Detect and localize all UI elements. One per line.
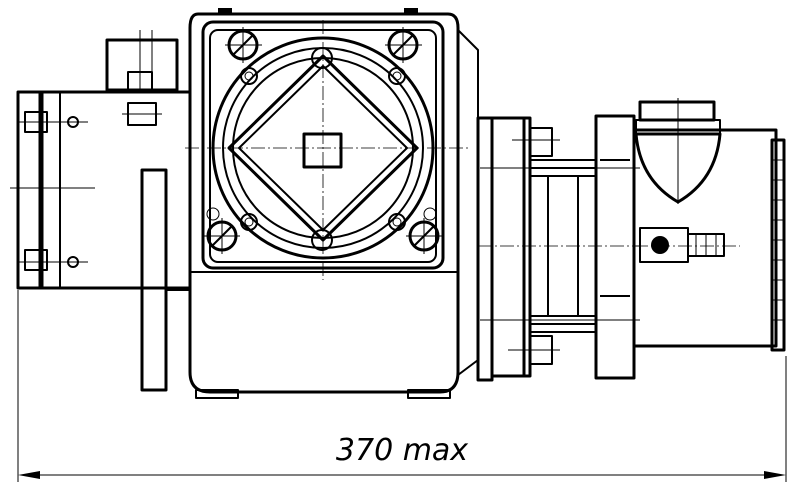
overall-length-label: 370 max bbox=[336, 433, 468, 468]
coupling-section bbox=[476, 114, 640, 382]
overall-length-dimension: 370 max bbox=[17, 290, 787, 482]
left-terminal-box bbox=[10, 30, 192, 392]
right-motor bbox=[632, 98, 786, 352]
main-housing bbox=[185, 8, 479, 399]
